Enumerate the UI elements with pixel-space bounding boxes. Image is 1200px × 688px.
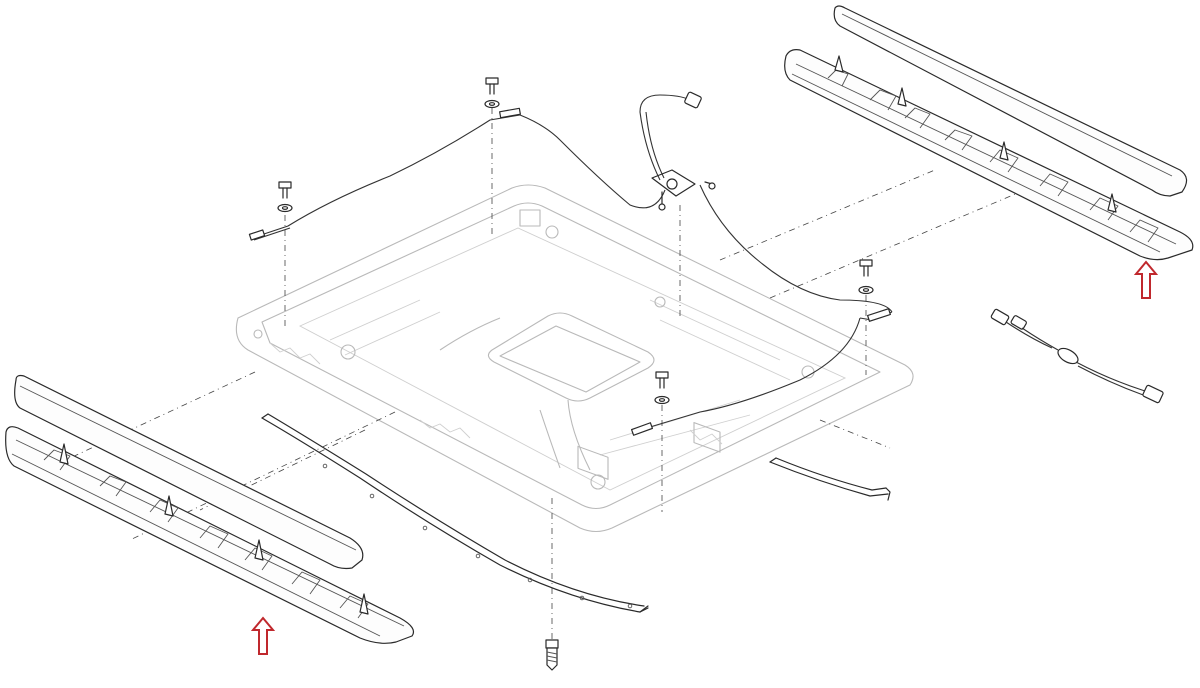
- roof-frame-panel: [235, 184, 914, 533]
- screw-fastener: [858, 259, 874, 295]
- screw-fastener: [654, 371, 670, 405]
- left-cover-strip: [14, 374, 364, 570]
- screw-fastener: [545, 639, 559, 671]
- screw-fastener: [277, 181, 293, 213]
- right-trim-bracket: [784, 49, 1194, 261]
- left-trim-bracket: [5, 426, 415, 644]
- front-seal-strip: [261, 413, 649, 613]
- rear-seal-strip: [769, 457, 891, 501]
- wire-harness: [248, 107, 893, 436]
- right-cover-strip: [833, 5, 1188, 197]
- marker-arrow-right: [1133, 260, 1159, 299]
- marker-arrow-left: [250, 616, 276, 655]
- drain-hose-harness: [639, 91, 716, 211]
- wire-harness-connector: [990, 308, 1164, 404]
- screw-fastener: [484, 77, 500, 109]
- screw-fasteners: [277, 77, 874, 671]
